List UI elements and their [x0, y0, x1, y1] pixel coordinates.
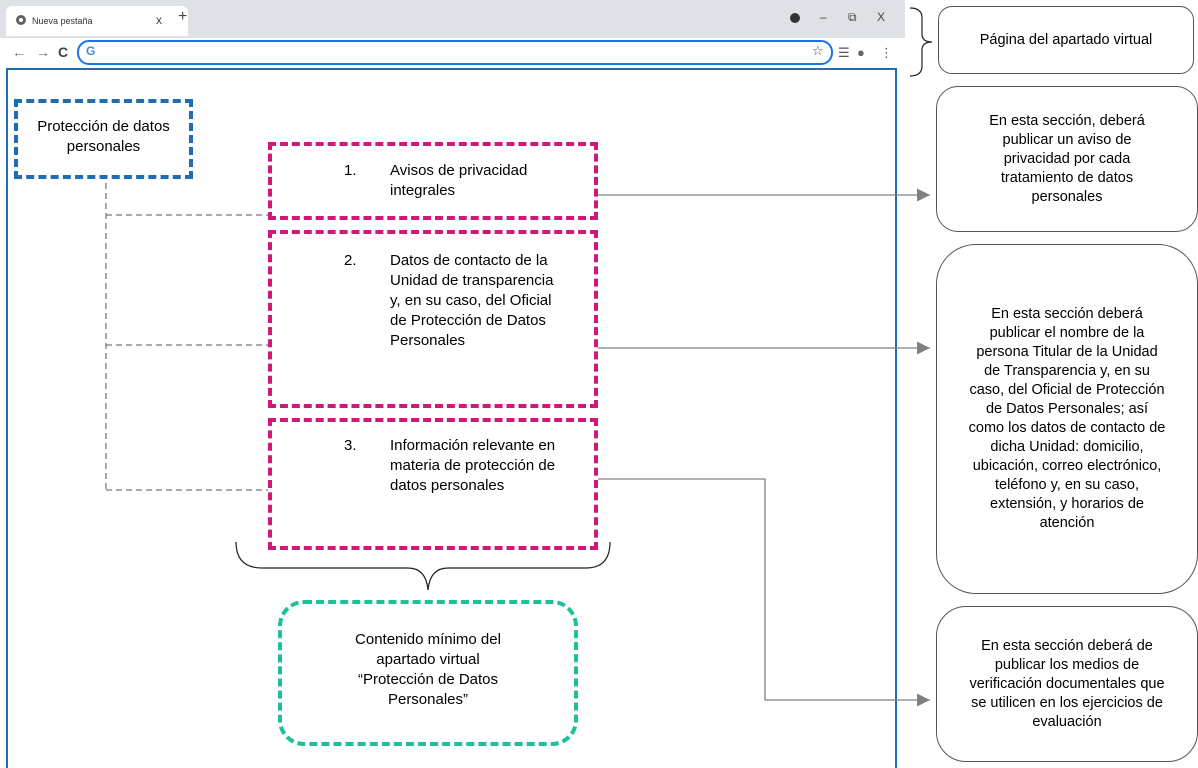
- back-icon[interactable]: ←: [12, 44, 26, 60]
- section-1-label: Avisos de privacidad integrales: [390, 162, 528, 199]
- summary-box: Contenido mínimo del apartado virtual “P…: [278, 600, 578, 746]
- section-2-box: 2. Datos de contacto de la Unidad de tra…: [268, 230, 598, 408]
- browser-tab[interactable]: Nueva pestaña x: [6, 6, 188, 36]
- google-icon: G: [86, 44, 96, 58]
- root-node: Protección de datos personales: [14, 99, 193, 179]
- browser-chrome: Nueva pestaña x + – ⧉ X ← → C G ☆ ☰ ● ⋮: [0, 0, 905, 68]
- forward-icon[interactable]: →: [36, 44, 50, 60]
- bookmark-star-icon[interactable]: ☆: [812, 43, 824, 58]
- section-1-number: 1.: [344, 162, 357, 179]
- section-2-number: 2.: [344, 252, 357, 269]
- page-viewport: [6, 68, 897, 768]
- summary-label: Contenido mínimo del apartado virtual “P…: [355, 631, 501, 708]
- note-3-text: En esta sección deberá de publicar los m…: [969, 637, 1165, 730]
- reading-list-icon[interactable]: ☰: [838, 45, 850, 60]
- arrow-section-3: [598, 478, 930, 707]
- new-tab-button[interactable]: +: [178, 8, 188, 25]
- section-1-box: 1. Avisos de privacidad integrales: [268, 142, 598, 220]
- tab-close-icon[interactable]: x: [156, 13, 162, 27]
- maximize-button[interactable]: ⧉: [848, 10, 857, 24]
- minimize-button[interactable]: –: [820, 10, 827, 24]
- page-label-box: Página del apartado virtual: [938, 6, 1194, 74]
- section-3-number: 3.: [344, 437, 357, 454]
- section-3-box: 3. Información relevante en materia de p…: [268, 418, 598, 550]
- tab-favicon-icon: [16, 15, 26, 25]
- note-2-box: En esta sección deberá publicar el nombr…: [936, 244, 1198, 594]
- address-bar[interactable]: G ☆: [77, 40, 833, 65]
- root-label: Protección de datos personales: [37, 118, 170, 155]
- tab-title: Nueva pestaña: [32, 16, 93, 26]
- close-window-button[interactable]: X: [877, 10, 886, 24]
- section-2-label: Datos de contacto de la Unidad de transp…: [390, 252, 554, 349]
- page-label: Página del apartado virtual: [979, 31, 1153, 48]
- section-3-label: Información relevante en materia de prot…: [390, 437, 556, 494]
- bottom-brace: [235, 541, 611, 591]
- extension-icon[interactable]: [790, 13, 800, 23]
- note-1-text: En esta sección, deberá publicar un avis…: [989, 112, 1145, 205]
- note-2-text: En esta sección deberá publicar el nombr…: [968, 306, 1166, 531]
- reload-icon[interactable]: C: [58, 44, 69, 60]
- note-1-box: En esta sección, deberá publicar un avis…: [936, 86, 1198, 232]
- profile-icon[interactable]: ●: [857, 45, 865, 60]
- right-brace: [909, 7, 933, 77]
- menu-icon[interactable]: ⋮: [880, 45, 893, 60]
- note-3-box: En esta sección deberá de publicar los m…: [936, 606, 1198, 762]
